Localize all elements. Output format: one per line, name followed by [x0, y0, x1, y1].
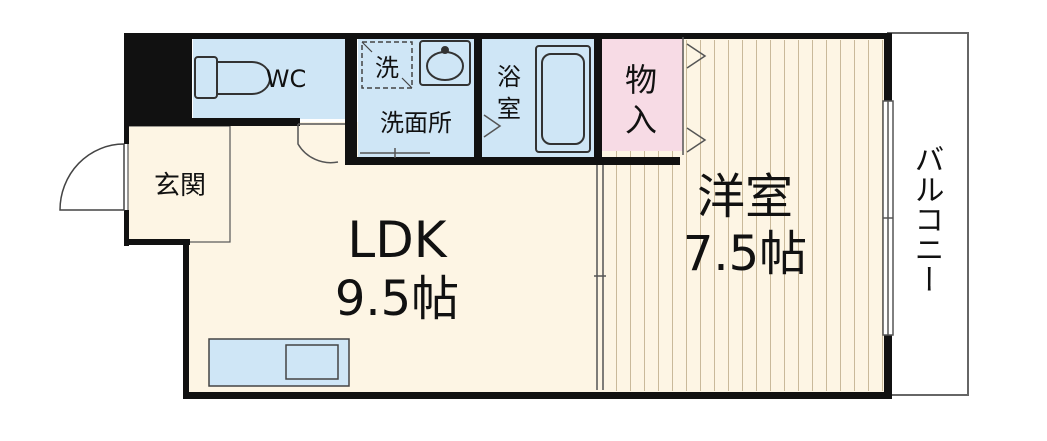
sliding-door: [594, 165, 606, 390]
toilet-icon: [194, 56, 271, 99]
genkan-floor: [127, 125, 231, 243]
washroom-door: [297, 123, 345, 164]
balcony-area: [887, 32, 969, 396]
ldk-size: 9.5帖: [335, 271, 459, 327]
balcony-window: [882, 100, 894, 336]
storage-label-bottom: 入: [625, 101, 657, 139]
storage-doors: [682, 37, 707, 155]
door-swing-icon: [59, 143, 125, 211]
wc-label: WC: [266, 65, 307, 93]
bath-label-bottom: 室: [497, 95, 521, 123]
ldk-name: LDK: [347, 211, 447, 269]
kitchen-counter-icon: [208, 338, 350, 387]
genkan-label: 玄関: [154, 171, 206, 201]
storage-label-top: 物: [625, 61, 657, 99]
storage-floor: [601, 37, 683, 151]
walls: [124, 33, 892, 399]
bath-door: [483, 114, 502, 138]
washing-machine-label: 洗: [375, 54, 399, 82]
washing-machine-space-icon: [361, 41, 413, 89]
western-name: 洋室: [697, 169, 793, 225]
washroom-threshold: [360, 148, 430, 158]
washbasin-icon: [419, 40, 471, 86]
balcony-label: バルコニー: [909, 144, 944, 294]
ldk-floor: [128, 122, 600, 393]
washroom-label: 洗面所: [380, 109, 452, 137]
bathtub-icon: [535, 45, 591, 153]
bath-label-top: 浴: [497, 63, 521, 91]
western-size: 7.5帖: [683, 226, 807, 282]
